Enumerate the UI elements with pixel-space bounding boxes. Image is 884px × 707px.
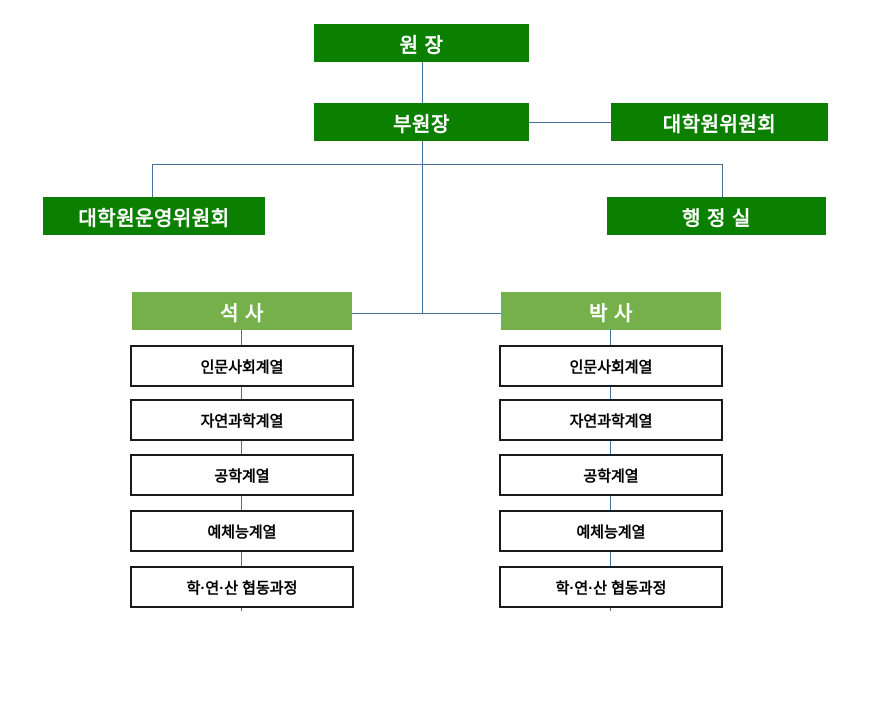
department-label: 자연과학계열 — [200, 412, 284, 430]
department-label: 학·연·산 협동과정 — [186, 579, 298, 597]
department-box[interactable]: 공학계열 — [499, 454, 723, 496]
department-box[interactable]: 학·연·산 협동과정 — [499, 566, 723, 608]
degree-header-doctoral[interactable]: 박 사 — [501, 292, 721, 330]
node-director[interactable]: 원 장 — [314, 24, 529, 62]
department-label: 예체능계열 — [207, 523, 277, 541]
connector-bus-to-operating-committee — [152, 164, 153, 197]
node-operating-committee[interactable]: 대학원운영위원회 — [43, 197, 265, 235]
connector-masters-to-doctoral — [352, 313, 501, 314]
department-box[interactable]: 공학계열 — [130, 454, 354, 496]
department-label: 공학계열 — [214, 467, 270, 485]
department-box[interactable]: 인문사회계열 — [130, 345, 354, 387]
department-label: 공학계열 — [583, 467, 639, 485]
node-admin-office[interactable]: 행 정 실 — [607, 197, 826, 235]
department-box[interactable]: 자연과학계열 — [130, 399, 354, 441]
connector-bus-to-admin-office — [722, 164, 723, 197]
connector-center-spine — [422, 164, 423, 314]
node-graduate-committee[interactable]: 대학원위원회 — [611, 103, 828, 141]
node-graduate-committee-label: 대학원위원회 — [662, 113, 777, 136]
node-admin-office-label: 행 정 실 — [682, 207, 751, 230]
department-label: 인문사회계열 — [569, 358, 653, 376]
node-operating-committee-label: 대학원운영위원회 — [78, 207, 230, 230]
department-label: 학·연·산 협동과정 — [555, 579, 667, 597]
degree-header-masters[interactable]: 석 사 — [132, 292, 352, 330]
connector-vice-down — [422, 141, 423, 165]
node-vice-director[interactable]: 부원장 — [314, 103, 529, 141]
department-box[interactable]: 예체능계열 — [499, 510, 723, 552]
node-director-label: 원 장 — [399, 34, 444, 57]
department-box[interactable]: 자연과학계열 — [499, 399, 723, 441]
department-box[interactable]: 학·연·산 협동과정 — [130, 566, 354, 608]
connector-vice-to-graduate-committee — [529, 122, 611, 123]
connector-director-to-vice — [422, 62, 423, 103]
degree-header-doctoral-label: 박 사 — [589, 302, 633, 325]
connector-bus-horizontal — [152, 164, 723, 165]
department-label: 예체능계열 — [576, 523, 646, 541]
node-vice-director-label: 부원장 — [393, 113, 450, 136]
department-box[interactable]: 인문사회계열 — [499, 345, 723, 387]
department-label: 인문사회계열 — [200, 358, 284, 376]
degree-header-masters-label: 석 사 — [220, 302, 264, 325]
department-box[interactable]: 예체능계열 — [130, 510, 354, 552]
department-label: 자연과학계열 — [569, 412, 653, 430]
